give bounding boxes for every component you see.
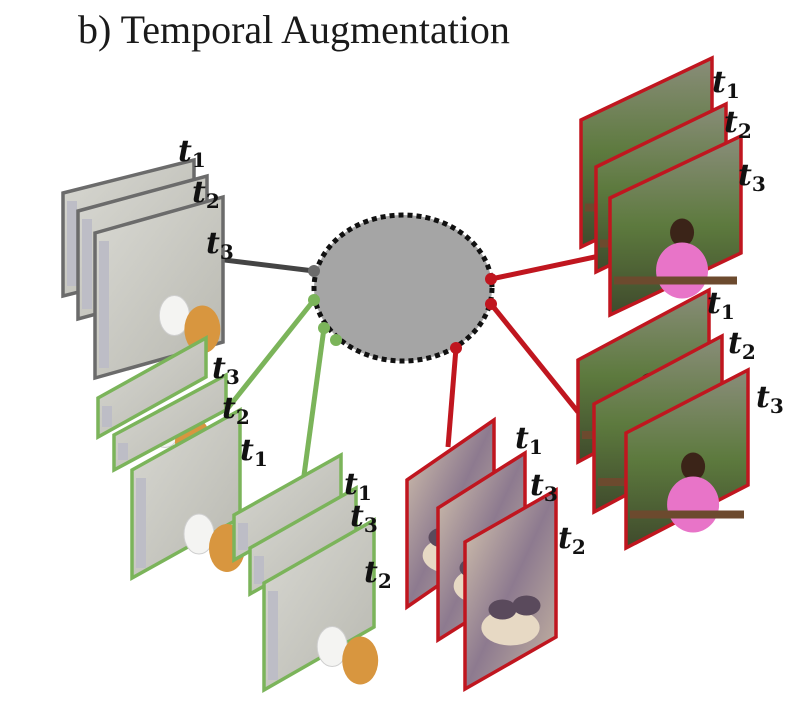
time-label: t2 — [364, 555, 392, 593]
positive-edge-1 — [226, 298, 316, 410]
time-label: t1 — [344, 467, 372, 505]
negative-edge-1 — [490, 252, 605, 282]
edge-endpoints — [308, 265, 497, 354]
video-frame — [93, 194, 225, 381]
time-label: t1 — [707, 286, 735, 324]
figure-title: b) Temporal Augmentation — [78, 7, 510, 52]
negative-edge-2 — [489, 302, 580, 414]
time-label: t2 — [724, 105, 752, 143]
time-label: t1 — [712, 65, 740, 103]
video-frame — [262, 516, 379, 694]
time-label: t2 — [728, 326, 756, 364]
time-label: t3 — [350, 499, 378, 537]
positive-edge-2 — [299, 327, 327, 491]
video-frame — [624, 367, 750, 551]
time-label: t3 — [212, 351, 240, 389]
time-label: t3 — [206, 226, 234, 264]
time-label: t1 — [240, 433, 268, 471]
time-label: t2 — [222, 391, 250, 429]
video-frame — [608, 133, 743, 318]
time-label: t2 — [192, 175, 220, 213]
embedding-node — [311, 212, 495, 364]
time-label: t3 — [738, 158, 766, 196]
time-label: t1 — [178, 134, 206, 172]
time-label: t1 — [515, 421, 543, 459]
time-label: t3 — [756, 380, 784, 418]
negative-edge-3 — [445, 347, 459, 448]
time-label: t2 — [558, 521, 586, 559]
video-frame — [463, 486, 558, 693]
time-label: t3 — [530, 468, 558, 506]
